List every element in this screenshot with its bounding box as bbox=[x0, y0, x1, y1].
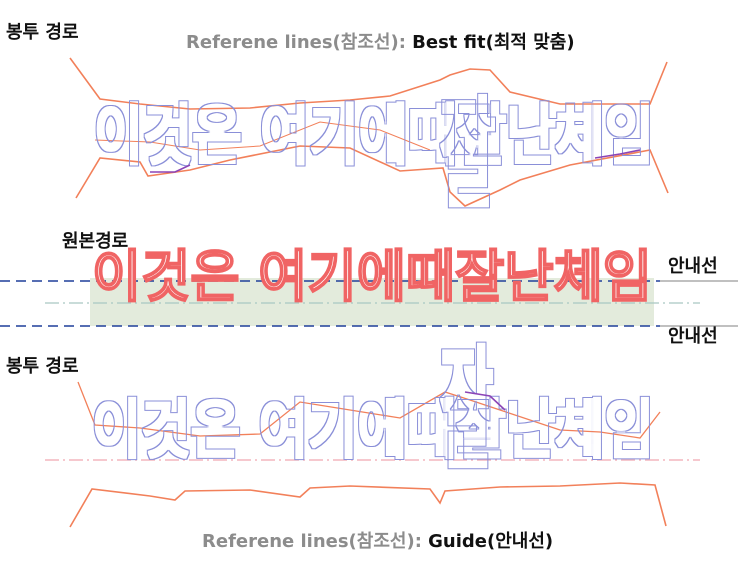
warped-text-bottom: 이것은 여기에때잘난체임 bbox=[92, 394, 654, 468]
guide-label-upper: 안내선 bbox=[668, 256, 718, 277]
baseline-band bbox=[90, 278, 654, 326]
reference-lines-caption-bottom: Referene lines(참조선): Guide(안내선) bbox=[202, 531, 553, 552]
original-path-label: 원본경로 bbox=[62, 231, 128, 252]
envelope-top-path-upper bbox=[69, 57, 668, 110]
envelope-path-label-top: 봉투 경로 bbox=[6, 22, 79, 43]
warped-text-bottom-string: 이것은 여기에때잘난체임 bbox=[92, 394, 654, 468]
purple-accent-top bbox=[150, 164, 191, 173]
reference-lines-value-bottom: Guide(안내선) bbox=[428, 531, 553, 552]
reference-lines-value-top: Best fit(최적 맞춤) bbox=[412, 32, 574, 53]
reference-lines-prefix-bottom: Referene lines(참조선): bbox=[202, 531, 428, 552]
warped-glyph-bottom-stretched: 잘 bbox=[440, 334, 493, 488]
original-text: 이것은 여기에때잘난체임 bbox=[92, 245, 652, 310]
warped-glyph-top-stretched: 잘 bbox=[440, 86, 495, 225]
stretched-glyph-bottom: 잘 bbox=[440, 334, 493, 488]
purple-accent-top-2 bbox=[594, 149, 641, 159]
guide-label-lower: 안내선 bbox=[668, 326, 718, 347]
stretched-glyph-top: 잘 bbox=[440, 86, 495, 225]
warped-text-top-string: 이것은 여기에때잘난체임 bbox=[94, 97, 654, 174]
envelope-bottom-path bbox=[69, 482, 667, 528]
envelope-path-label-bottom: 봉투 경로 bbox=[6, 356, 79, 377]
reference-lines-prefix-top: Referene lines(참조선): bbox=[186, 32, 412, 53]
envelope-top-path-lower bbox=[75, 145, 669, 207]
purple-accent-bottom bbox=[464, 391, 506, 411]
reference-lines-caption-top: Referene lines(참조선): Best fit(최적 맞춤) bbox=[186, 32, 575, 53]
envelope-top-mid-trace bbox=[94, 121, 431, 151]
envelope-bottom-mid-trace bbox=[77, 381, 661, 439]
warped-text-top: 이것은 여기에때잘난체임 bbox=[94, 97, 654, 174]
